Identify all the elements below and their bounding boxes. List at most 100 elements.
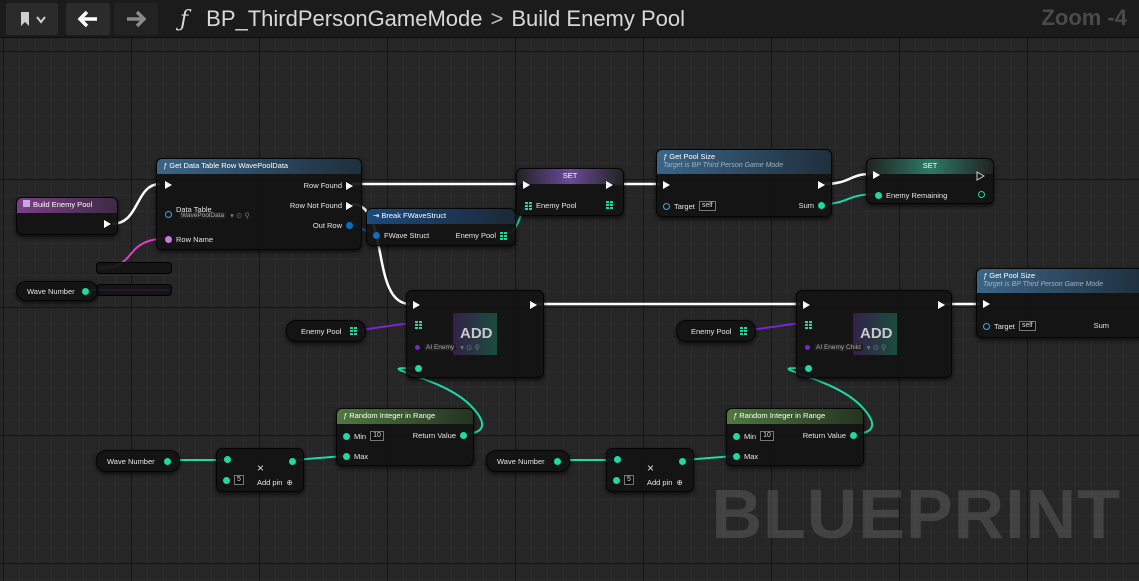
data-table-pin[interactable]: Data Table <box>165 201 212 218</box>
break-struct-node[interactable]: ⇥ Break FWaveStruct FWave Struct Enemy P… <box>366 208 516 246</box>
exec-input-pin[interactable] <box>983 300 990 308</box>
exec-input-pin[interactable] <box>165 181 172 189</box>
wave-number-variable-3[interactable]: Wave Number <box>486 450 570 472</box>
pin-label: Out Row <box>312 221 342 230</box>
pin-label: Row Not Found <box>289 201 342 210</box>
add-node-icon <box>453 313 497 355</box>
add-pin-button[interactable]: Add pin⊕ <box>257 478 293 487</box>
int-input-pin-b[interactable]: 5 <box>223 475 244 485</box>
node-title: Get Pool Size <box>669 152 716 161</box>
reroute-node[interactable] <box>96 262 172 274</box>
array-output-pin[interactable] <box>740 327 747 335</box>
array-add-node[interactable]: ADD AI Enemy▾ ⊙ ⚲ <box>406 290 544 378</box>
sum-output-pin[interactable]: Sum <box>1094 321 1109 330</box>
reroute-node[interactable] <box>96 284 172 296</box>
exec-input-pin[interactable] <box>663 181 670 189</box>
array-output-pin[interactable] <box>350 327 357 335</box>
function-entry-node[interactable]: Build Enemy Pool <box>16 197 118 235</box>
row-found-pin[interactable]: Row Found <box>304 181 353 190</box>
exec-input-pin[interactable] <box>413 301 420 309</box>
int-output-pin[interactable] <box>164 458 171 465</box>
int-input-pin-a[interactable] <box>614 456 621 463</box>
forward-arrow-icon <box>127 10 147 28</box>
exec-output-pin[interactable] <box>530 301 537 309</box>
exec-output-pin[interactable] <box>965 171 985 181</box>
enemy-pool-input-pin[interactable]: Enemy Pool <box>525 201 576 210</box>
int-output-pin[interactable] <box>679 458 686 465</box>
add-pin-button[interactable]: Add pin⊕ <box>647 478 683 487</box>
target-array-pin[interactable] <box>415 321 422 329</box>
back-button[interactable] <box>66 3 110 35</box>
int-input-pin-a[interactable] <box>224 456 231 463</box>
node-title: Enemy Pool <box>691 327 732 336</box>
max-pin[interactable]: Max <box>733 452 758 461</box>
target-value: self <box>1018 321 1036 331</box>
breadcrumb-current: Build Enemy Pool <box>511 6 686 31</box>
array-add-node-2[interactable]: ADD AI Enemy Child▾ ⊙ ⚲ <box>796 290 952 378</box>
max-pin[interactable]: Max <box>343 452 368 461</box>
class-item-pin[interactable]: AI Enemy Child▾ ⊙ ⚲ <box>805 343 887 352</box>
exec-output-pin[interactable] <box>938 301 945 309</box>
forward-button[interactable] <box>114 3 158 35</box>
get-pool-size-node[interactable]: ƒ Get Pool Size Target is BP Third Perso… <box>656 149 832 217</box>
data-table-dropdown[interactable]: WavePoolData▾ ⊙ ⚲ <box>179 211 250 220</box>
wave-number-variable-2[interactable]: Wave Number <box>96 450 180 472</box>
plus-icon: ⊕ <box>286 478 293 487</box>
node-subtitle: Target is BP Third Person Game Mode <box>663 162 784 169</box>
return-value-pin[interactable]: Return Value <box>803 431 857 440</box>
set-enemy-remaining-node[interactable]: SET Enemy Remaining <box>866 158 994 204</box>
set-enemy-pool-node[interactable]: SET Enemy Pool <box>516 168 624 216</box>
target-array-pin[interactable] <box>805 321 812 329</box>
int-output-pin[interactable] <box>554 458 561 465</box>
breadcrumb-separator: > <box>490 6 504 31</box>
int-wire <box>787 367 874 435</box>
row-name-pin[interactable]: Row Name <box>165 235 213 244</box>
int-output-pin[interactable] <box>82 288 89 295</box>
exec-input-pin[interactable] <box>873 171 880 179</box>
breadcrumb-parent[interactable]: BP_ThirdPersonGameMode <box>206 6 483 31</box>
multiply-icon: × <box>647 461 655 475</box>
enemy-pool-output-pin[interactable]: Enemy Pool <box>456 231 507 240</box>
bookmark-icon <box>21 12 46 26</box>
int-output-pin[interactable] <box>289 458 296 465</box>
wave-number-variable[interactable]: Wave Number <box>16 281 98 301</box>
out-row-pin[interactable]: Out Row <box>313 221 353 230</box>
enemy-pool-output-pin[interactable] <box>606 201 613 209</box>
enemy-pool-variable[interactable]: Enemy Pool <box>286 320 366 342</box>
node-subtitle: Target is BP Third Person Game Mode <box>983 281 1104 288</box>
enemy-remaining-output-pin[interactable] <box>978 191 985 198</box>
int-input-pin-b[interactable]: 5 <box>613 475 634 485</box>
class-item-pin[interactable]: AI Enemy▾ ⊙ ⚲ <box>415 343 480 352</box>
enemy-remaining-input-pin[interactable]: Enemy Remaining <box>875 191 947 200</box>
enemy-pool-variable-2[interactable]: Enemy Pool <box>676 320 756 342</box>
sum-output-pin[interactable]: Sum <box>799 201 825 210</box>
multiply-node-2[interactable]: × 5 Add pin⊕ <box>606 448 694 492</box>
exec-output-pin[interactable] <box>606 181 613 189</box>
node-title: Get Pool Size <box>989 271 1036 280</box>
multiply-node[interactable]: × 5 Add pin⊕ <box>216 448 304 492</box>
exec-input-pin[interactable] <box>803 301 810 309</box>
node-title: Break FWaveStruct <box>381 211 447 220</box>
exec-output-pin[interactable] <box>818 181 825 189</box>
return-value-pin[interactable]: Return Value <box>413 431 467 440</box>
row-not-found-pin[interactable]: Row Not Found <box>290 201 353 210</box>
index-output-pin[interactable] <box>805 365 812 372</box>
plus-icon: ⊕ <box>676 478 683 487</box>
get-data-table-row-node[interactable]: ƒ Get Data Table Row WavePoolData Row Fo… <box>156 158 362 250</box>
index-output-pin[interactable] <box>415 365 422 372</box>
bookmark-button[interactable] <box>6 3 58 35</box>
exec-output-pin[interactable] <box>104 220 111 228</box>
node-title: ADD <box>860 325 893 342</box>
get-pool-size-node-2[interactable]: ƒ Get Pool Size Target is BP Third Perso… <box>976 268 1139 338</box>
array-pin-icon <box>500 231 507 240</box>
exec-input-pin[interactable] <box>523 181 530 189</box>
struct-input-pin[interactable]: FWave Struct <box>373 231 429 240</box>
